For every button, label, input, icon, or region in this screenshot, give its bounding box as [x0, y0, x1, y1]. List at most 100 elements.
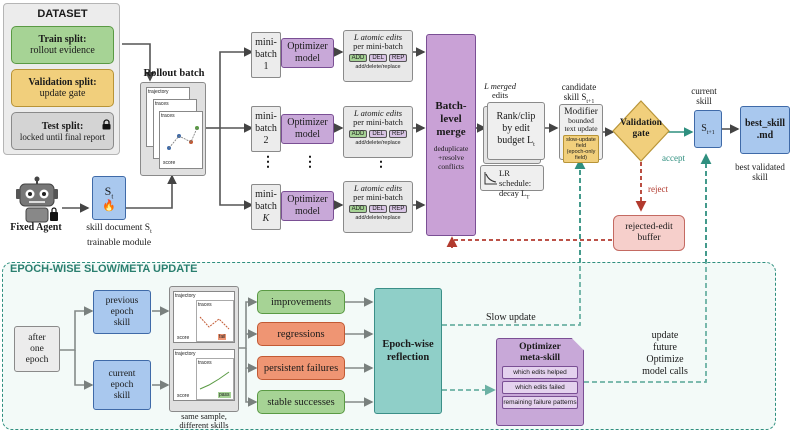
- optimizer-model-k[interactable]: Optimizer model: [281, 191, 334, 221]
- sample-cur-traces: traces: [198, 360, 212, 366]
- best-skill-doc[interactable]: best_skill .md: [740, 106, 790, 154]
- sample-caption2: different skills: [179, 420, 229, 430]
- rank-sub: t: [533, 142, 535, 148]
- meta-title1: Optimizer: [519, 342, 561, 352]
- candidate-line2: skill S: [563, 92, 587, 102]
- flame-icon: 🔥: [102, 199, 116, 212]
- rollout-card-2-label: traces: [155, 101, 169, 107]
- validation-split[interactable]: Validation split: update gate: [11, 69, 114, 107]
- merge-line3: merge: [436, 125, 466, 138]
- meta-item-helped: which edits helped: [502, 366, 578, 379]
- sample-prev-fail: fail: [218, 334, 227, 340]
- best-skill-line2: .md: [756, 130, 774, 141]
- candidate-line1: candidate: [561, 82, 597, 92]
- sample-cur-score: score: [177, 393, 190, 399]
- sample-prev-graph: [199, 316, 230, 330]
- sample-cur-graph: [199, 371, 230, 390]
- test-split-title: Test split:: [41, 120, 84, 132]
- modifier-title: Modifier: [564, 107, 598, 117]
- current-skill-doc[interactable]: St+1: [694, 110, 722, 148]
- merge-sub1: deduplicate: [433, 143, 469, 153]
- epoch-reflection[interactable]: Epoch-wise reflection: [374, 288, 442, 414]
- edits-2-line1: L atomic edits: [353, 108, 402, 118]
- persistent-failures-box[interactable]: persistent failures: [257, 356, 345, 380]
- edits-k-line1: L atomic edits: [353, 183, 402, 193]
- improvements-box[interactable]: improvements: [257, 290, 345, 314]
- optimizer-model-1[interactable]: Optimizer model: [281, 38, 334, 68]
- after-line1: after: [28, 332, 46, 343]
- meta-item-remaining: remaining failure patterns: [502, 396, 578, 409]
- minibatch-2-line1: mini-: [255, 111, 277, 122]
- lr-line1: LR schedule:: [499, 168, 532, 188]
- edits-1-add-tag: ADD: [348, 54, 368, 62]
- optimizer-k-line1: Optimizer: [287, 194, 328, 205]
- update-note-line2: future: [653, 342, 677, 353]
- edits-1-caption: add/delete/replace: [355, 64, 401, 70]
- edits-1-del-tag: DEL: [369, 54, 387, 62]
- rejected-line1: rejected-edit: [625, 222, 673, 232]
- test-split[interactable]: Test split: locked until final report: [11, 112, 114, 150]
- test-split-sub: locked until final report: [19, 131, 106, 142]
- skill-doc-sub: t: [111, 192, 114, 201]
- rejected-edit-buffer[interactable]: rejected-edit buffer: [613, 215, 685, 251]
- lr-schedule[interactable]: LR schedule: decay LT: [480, 165, 544, 201]
- rollout-title: Rollout batch: [143, 68, 205, 79]
- reflection-line2: reflection: [386, 352, 430, 363]
- batch-level-merge[interactable]: Batch- level merge deduplicate +resolve …: [426, 34, 476, 236]
- atomic-edits-2[interactable]: L atomic edits per mini-batch ADD DEL RE…: [343, 106, 413, 158]
- rank-line1: Rank/clip: [496, 111, 536, 122]
- minibatch-2-line3: 2: [263, 135, 269, 146]
- minibatch-2[interactable]: mini- batch 2: [251, 106, 281, 152]
- decay-chart-icon: [484, 172, 497, 185]
- arrow-rejected-to-merge: [451, 239, 612, 248]
- edits-k-del-tag: DEL: [369, 205, 387, 213]
- current-epoch-skill[interactable]: current epoch skill: [93, 360, 151, 410]
- rank-clip-box[interactable]: Rank/clip by edit budget Lt: [487, 102, 545, 160]
- minibatch-k-line1: mini-: [255, 189, 277, 200]
- optimizer-model-2[interactable]: Optimizer model: [281, 114, 334, 144]
- edits-2-caption: add/delete/replace: [355, 140, 401, 146]
- sample-caption1: same sample,: [181, 411, 227, 421]
- sample-caption: same sample, different skills: [164, 412, 244, 430]
- rank-line3: budget L: [497, 135, 534, 146]
- merged-edits-line1: L merged: [484, 81, 516, 91]
- merged-edits-label: L merged edits: [479, 82, 521, 100]
- edits-2-rep-tag: REP: [389, 130, 408, 138]
- after-epoch-box[interactable]: after one epoch: [14, 326, 60, 372]
- sample-card-current: trajectory traces score pass: [173, 349, 235, 401]
- current-line2: epoch: [110, 379, 134, 390]
- arrow-to-mb1: [219, 47, 254, 128]
- current-skill-line1: current: [691, 86, 717, 96]
- current-skill-sub: t+1: [706, 129, 715, 136]
- train-split[interactable]: Train split: rollout evidence: [11, 26, 114, 64]
- modifier-box[interactable]: Modifier bounded text update slow-update…: [559, 104, 603, 163]
- fixed-agent-label: Fixed Agent: [10, 222, 62, 233]
- atomic-edits-k[interactable]: L atomic edits per mini-batch ADD DEL RE…: [343, 181, 413, 233]
- edits-2-add-tag: ADD: [348, 130, 368, 138]
- edits-k-rep-tag: REP: [389, 205, 408, 213]
- rollout-batch[interactable]: trajectory traces traces score: [140, 82, 206, 176]
- merge-sub3: conflicts: [438, 161, 464, 171]
- skill-doc-symbol: S: [104, 184, 112, 199]
- merged-edits-line2: edits: [491, 90, 509, 100]
- modifier-line1: bounded: [568, 116, 594, 125]
- rollout-card-3-label: traces: [161, 113, 175, 119]
- minibatch-1-line3: 1: [263, 61, 269, 72]
- optimizer-2-line1: Optimizer: [287, 117, 328, 128]
- sample-prev-label: trajectory: [175, 293, 196, 299]
- arrow-to-stable: [245, 368, 258, 407]
- stable-successes-box[interactable]: stable successes: [257, 390, 345, 414]
- regressions-box[interactable]: regressions: [257, 322, 345, 346]
- previous-line2: epoch: [110, 306, 134, 317]
- edits-k-line2: per mini-batch: [353, 192, 403, 202]
- previous-epoch-skill[interactable]: previous epoch skill: [93, 290, 151, 334]
- train-split-title: Train split:: [38, 34, 87, 45]
- minibatch-1[interactable]: mini- batch 1: [251, 32, 281, 78]
- modifier-note3: (epoch-only field): [566, 149, 596, 161]
- optimizer-meta-skill[interactable]: Optimizer meta-skill which edits helped …: [496, 338, 584, 426]
- rollout-trace-graph: [167, 126, 199, 150]
- atomic-edits-1[interactable]: L atomic edits per mini-batch ADD DEL RE…: [343, 30, 413, 82]
- validation-gate-diamond[interactable]: [612, 100, 670, 162]
- skill-document[interactable]: St 🔥: [92, 176, 126, 220]
- minibatch-k[interactable]: mini- batch K: [251, 184, 281, 230]
